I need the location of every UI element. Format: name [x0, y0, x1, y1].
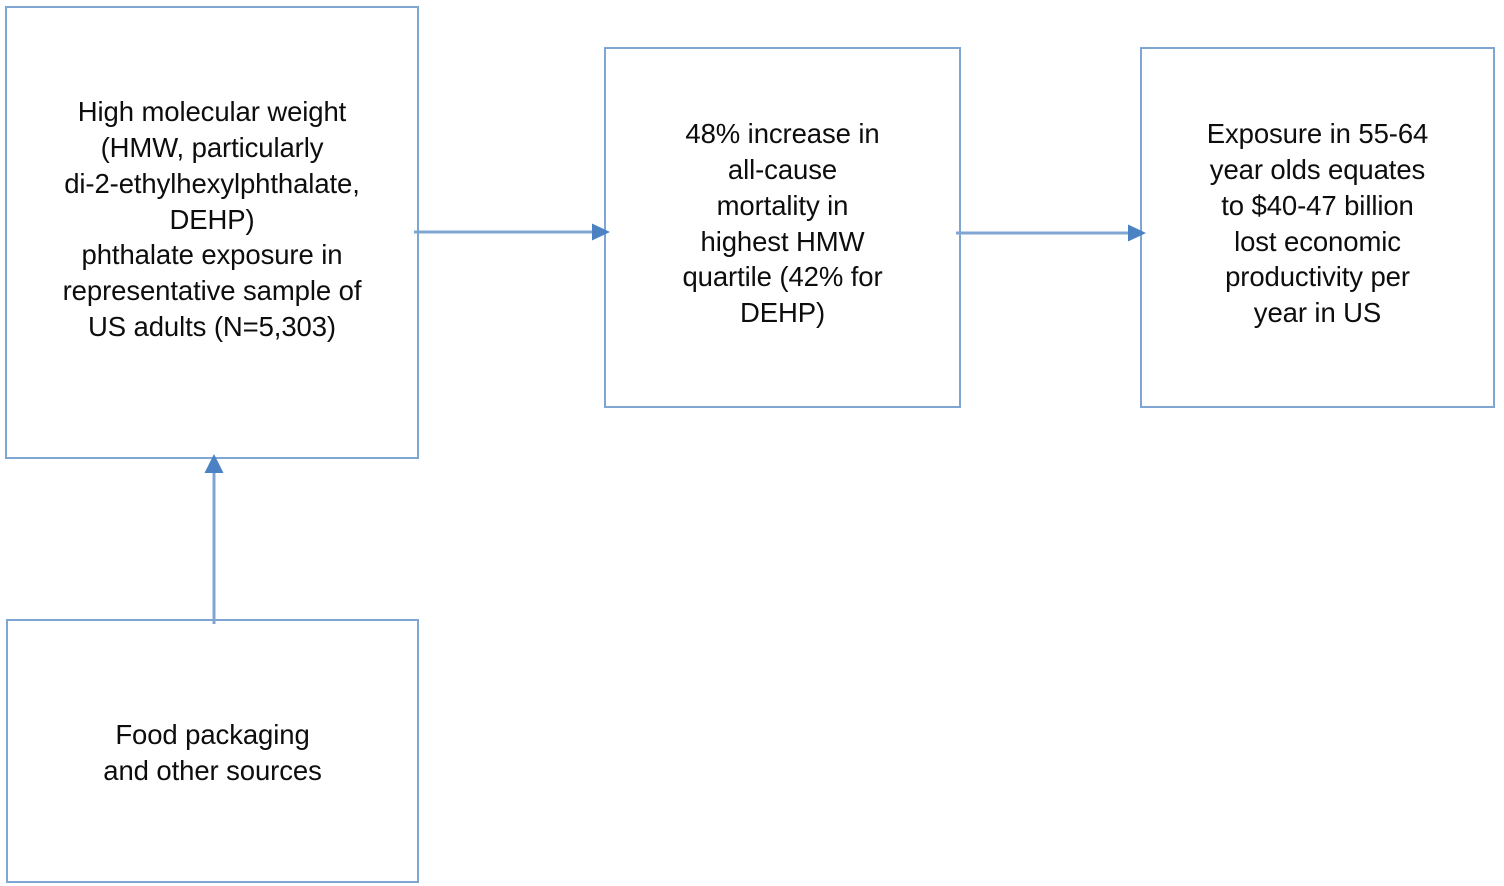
exposure-source-box[interactable]: Food packaging and other sources — [6, 619, 419, 883]
arrow-source-to-exposure — [204, 454, 224, 624]
mortality-increase-label: 48% increase in all-cause mortality in h… — [682, 118, 883, 328]
arrow-head-icon — [592, 223, 610, 241]
mortality-increase-box[interactable]: 48% increase in all-cause mortality in h… — [604, 47, 961, 408]
arrow-head-icon — [204, 454, 224, 473]
hmw-phthalate-exposure-box[interactable]: High molecular weight (HMW, particularly… — [5, 6, 419, 459]
exposure-source-label: Food packaging and other sources — [103, 719, 322, 786]
arrow-exposure-to-mortality — [414, 223, 610, 241]
arrow-head-icon — [1128, 224, 1146, 242]
economic-productivity-loss-box[interactable]: Exposure in 55-64 year olds equates to $… — [1140, 47, 1495, 408]
economic-productivity-loss-label: Exposure in 55-64 year olds equates to $… — [1206, 118, 1429, 328]
hmw-phthalate-exposure-label: High molecular weight (HMW, particularly… — [62, 96, 362, 342]
arrow-mortality-to-economic — [956, 224, 1146, 242]
